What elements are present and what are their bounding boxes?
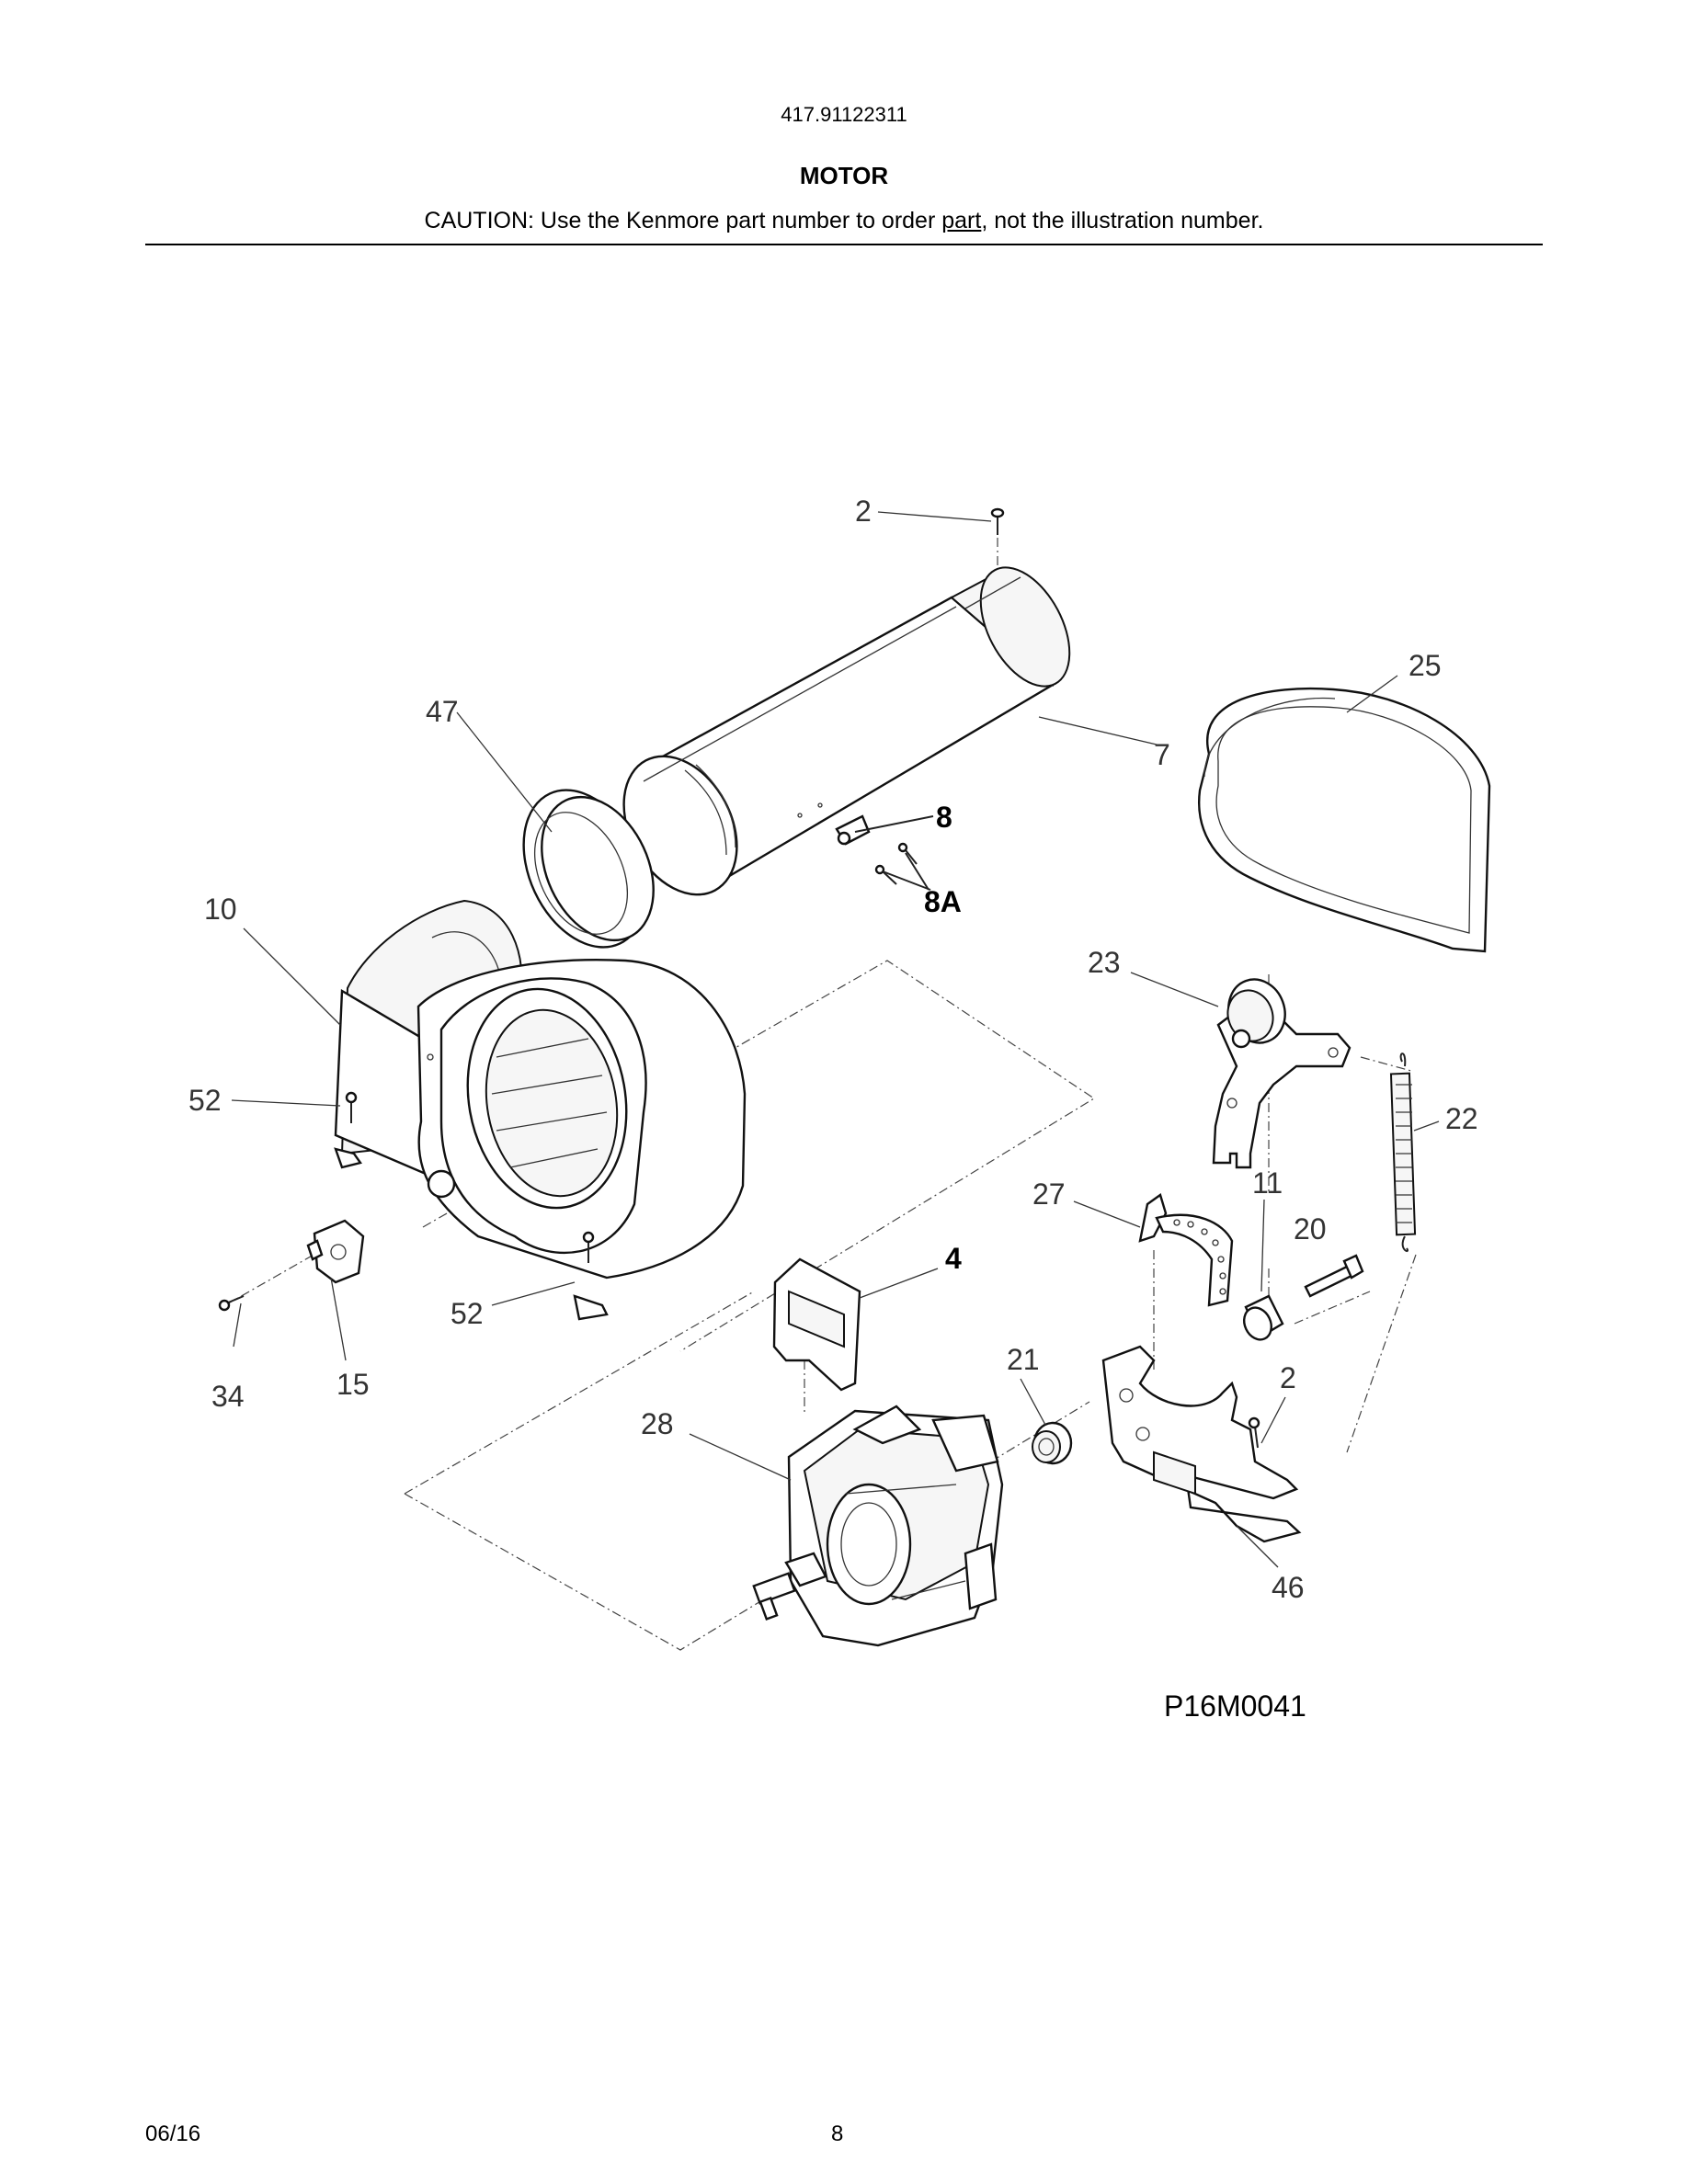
page-number: 8 <box>831 2121 844 2146</box>
callout-34: 34 <box>211 1380 245 1413</box>
caution-underlined: part <box>941 208 982 233</box>
part-8-thermistor <box>797 802 871 846</box>
part-52-screw-left <box>345 1091 358 1123</box>
header-rule <box>145 244 1543 245</box>
part-46-bracket <box>1101 1345 1302 1543</box>
part-47-seal-ring <box>522 789 655 949</box>
callout-20: 20 <box>1294 1212 1327 1246</box>
part-4-mount <box>772 1257 861 1392</box>
part-28-motor <box>752 1405 1004 1647</box>
caution-prefix: CAUTION: Use the Kenmore part number to … <box>424 208 942 233</box>
part-7-cylinder <box>622 566 1071 896</box>
callout-4: 4 <box>945 1242 962 1275</box>
callout-7: 7 <box>1154 738 1170 771</box>
callout-27: 27 <box>1032 1177 1066 1211</box>
callout-47: 47 <box>426 695 459 728</box>
caution-notice: CAUTION: Use the Kenmore part number to … <box>0 208 1688 234</box>
callout-22: 22 <box>1445 1102 1478 1135</box>
part-15-switch <box>306 1219 365 1284</box>
callout-21: 21 <box>1007 1343 1040 1376</box>
callout-15: 15 <box>336 1368 370 1401</box>
part-34-screw <box>218 1295 245 1312</box>
section-title: MOTOR <box>799 162 889 189</box>
callout-11: 11 <box>1252 1166 1283 1200</box>
figure-code: P16M0041 <box>1164 1689 1306 1723</box>
callout-52-bottom: 52 <box>451 1297 484 1330</box>
callout-8: 8 <box>936 801 952 834</box>
callout-23: 23 <box>1088 946 1121 979</box>
part-2-screw-top <box>990 507 1005 535</box>
callout-25: 25 <box>1409 649 1442 682</box>
leader-lines <box>231 511 1440 1568</box>
part-20-bolt <box>1304 1254 1364 1298</box>
model-number: 417.91122311 <box>781 103 907 126</box>
part-52-screw-bottom <box>582 1231 595 1263</box>
part-25-belt <box>1198 687 1491 953</box>
callout-2-bottom: 2 <box>1280 1361 1296 1394</box>
part-23-idler-arm <box>1212 978 1352 1169</box>
caution-suffix: , not the illustration number. <box>981 208 1264 233</box>
callout-46: 46 <box>1272 1571 1305 1604</box>
part-21-pulley <box>1032 1421 1073 1465</box>
callout-2-top: 2 <box>855 495 872 528</box>
part-2-screw-bottom <box>1248 1416 1260 1449</box>
part-11-roller <box>1243 1294 1284 1341</box>
callout-8a: 8A <box>924 885 962 918</box>
part-27-strap <box>1138 1193 1234 1307</box>
part-22-spring <box>1389 1052 1417 1253</box>
callout-28: 28 <box>641 1407 674 1440</box>
callout-10: 10 <box>204 893 237 926</box>
part-10-blower-housing <box>334 899 747 1321</box>
footer-date: 06/16 <box>145 2121 201 2146</box>
callout-52-left: 52 <box>188 1084 222 1117</box>
part-8a-screws <box>874 842 918 885</box>
